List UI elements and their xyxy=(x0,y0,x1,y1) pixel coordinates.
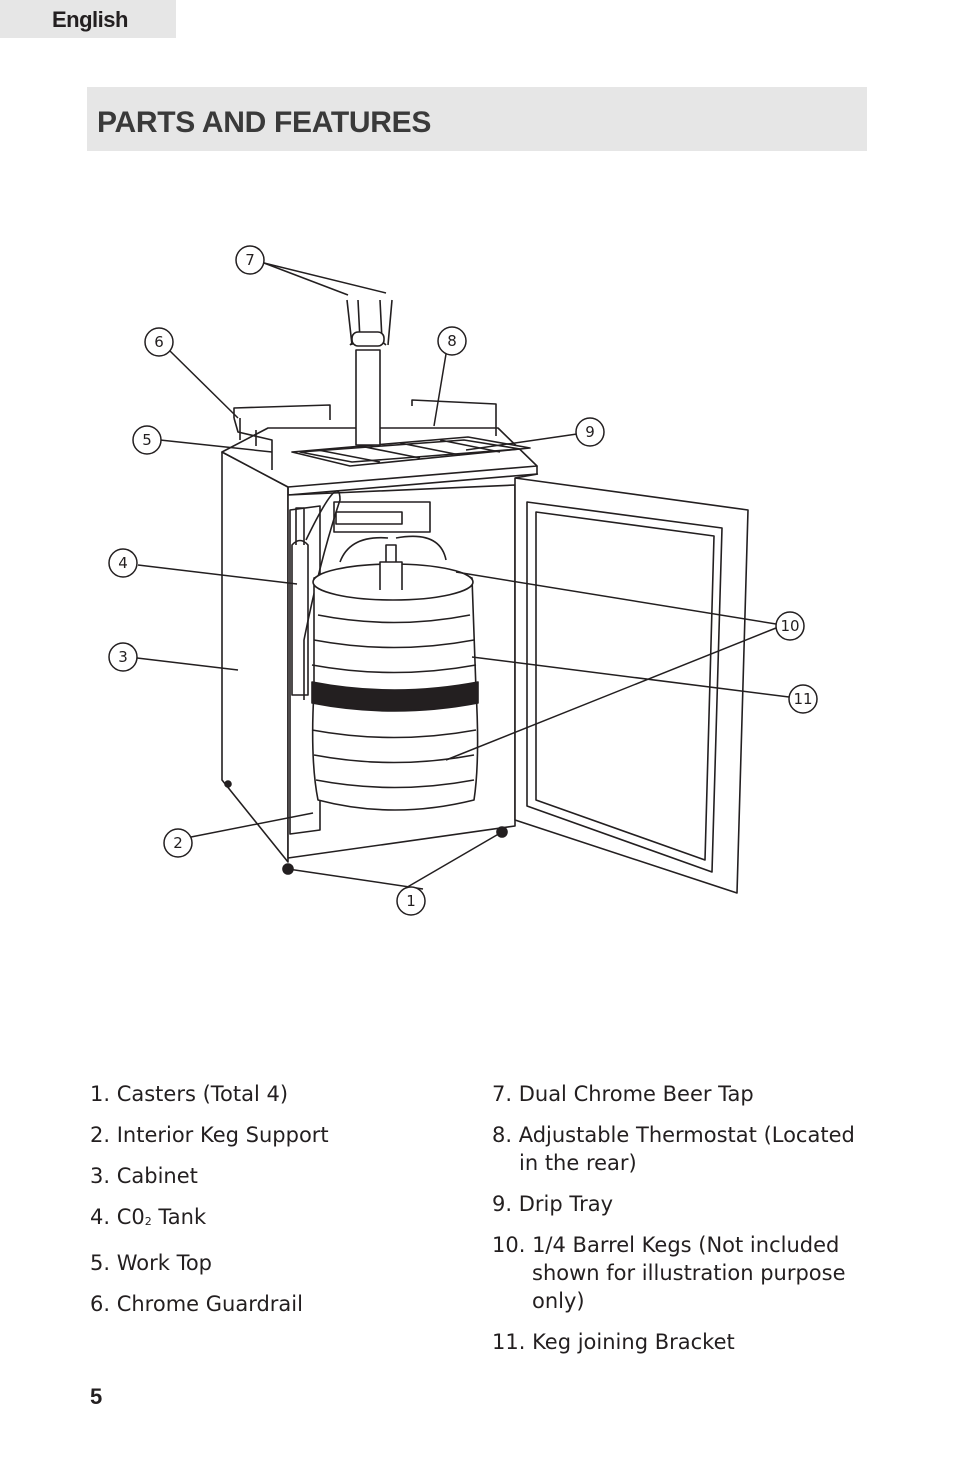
callout-11: 11 xyxy=(788,684,818,714)
co2-subscript: 2 xyxy=(144,1215,152,1228)
callout-label: 8 xyxy=(447,332,457,350)
callout-8: 8 xyxy=(437,326,467,356)
list-item: 5. Work Top xyxy=(90,1251,213,1275)
list-item: 6. Chrome Guardrail xyxy=(90,1292,303,1316)
callout-10: 10 xyxy=(775,611,805,641)
callout-label: 3 xyxy=(118,648,128,666)
language-tab: English xyxy=(0,0,176,38)
list-item: 4. C02 Tank xyxy=(90,1203,470,1236)
list-item: 8. Adjustable Thermostat (Located in the… xyxy=(492,1123,855,1175)
callout-label: 4 xyxy=(118,554,128,572)
callout-6: 6 xyxy=(144,327,174,357)
list-item: 10. 1/4 Barrel Kegs (Not included shown … xyxy=(492,1233,846,1313)
list-item: 3. Cabinet xyxy=(90,1164,198,1188)
list-item: 11. Keg joining Bracket xyxy=(492,1330,735,1354)
callout-3: 3 xyxy=(108,642,138,672)
callout-label: 5 xyxy=(142,431,152,449)
list-item: 9. Drip Tray xyxy=(492,1192,614,1216)
callout-7: 7 xyxy=(235,245,265,275)
parts-list-left: 1. Casters (Total 4) 2. Interior Keg Sup… xyxy=(90,1080,470,1331)
callout-5: 5 xyxy=(132,425,162,455)
kegerator-diagram: 1 2 3 4 5 6 7 8 9 10 11 xyxy=(108,245,818,916)
leader-lines xyxy=(136,262,790,890)
section-title-bar: PARTS AND FEATURES xyxy=(87,87,867,151)
parts-list-right: 7. Dual Chrome Beer Tap 8. Adjustable Th… xyxy=(492,1080,892,1369)
kegerator-illustration xyxy=(221,299,749,894)
list-item: 2. Interior Keg Support xyxy=(90,1123,329,1147)
callout-2: 2 xyxy=(163,828,193,858)
list-item: 1. Casters (Total 4) xyxy=(90,1082,289,1106)
callout-1: 1 xyxy=(396,886,426,916)
callout-label: 2 xyxy=(173,834,183,852)
callout-9: 9 xyxy=(575,417,605,447)
callout-label: 6 xyxy=(154,333,164,351)
callout-4: 4 xyxy=(108,548,138,578)
callout-label: 1 xyxy=(406,892,416,910)
callout-label: 7 xyxy=(245,251,255,269)
callout-label: 10 xyxy=(780,617,799,635)
page-number: 5 xyxy=(90,1384,103,1409)
section-title: PARTS AND FEATURES xyxy=(97,106,432,139)
list-item: 7. Dual Chrome Beer Tap xyxy=(492,1082,754,1106)
list-item-text: Tank xyxy=(151,1205,207,1229)
callout-label: 9 xyxy=(585,423,595,441)
callout-label: 11 xyxy=(793,690,812,708)
list-item-text: 4. C0 xyxy=(90,1205,145,1229)
